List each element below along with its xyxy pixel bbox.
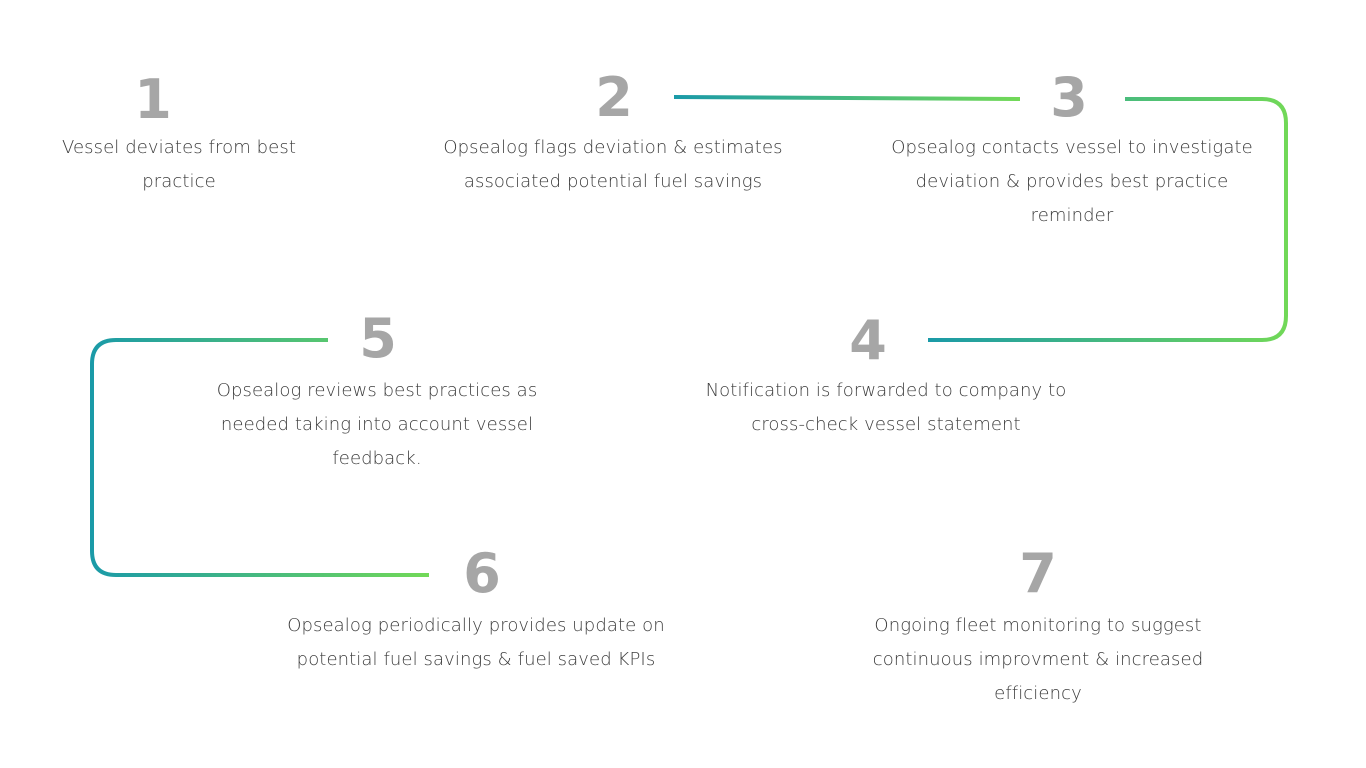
step-4-description: Notification is forwarded to company to … <box>705 380 1067 435</box>
connector-5-6 <box>90 338 429 577</box>
step-6-number: 6 <box>463 542 501 605</box>
step-4-number: 4 <box>849 309 887 372</box>
step-7-number: 7 <box>1019 542 1057 605</box>
step-3-description: Opsealog contacts vessel to investigate … <box>891 137 1253 226</box>
connector-2-3 <box>673 95 1021 101</box>
step-7-description: Ongoing fleet monitoring to suggest cont… <box>872 615 1204 704</box>
step-6-description: Opsealog periodically provides update on… <box>287 615 665 670</box>
step-5-number: 5 <box>359 307 397 370</box>
step-1-description: Vessel deviates from best practice <box>61 137 296 192</box>
step-1-number: 1 <box>134 68 172 131</box>
step-2-description: Opsealog flags deviation & estimates ass… <box>443 137 783 192</box>
step-2-number: 2 <box>595 66 633 129</box>
step-5-description: Opsealog reviews best practices as neede… <box>216 380 538 469</box>
connector-3-4 <box>928 97 1288 342</box>
step-3-number: 3 <box>1050 66 1088 129</box>
